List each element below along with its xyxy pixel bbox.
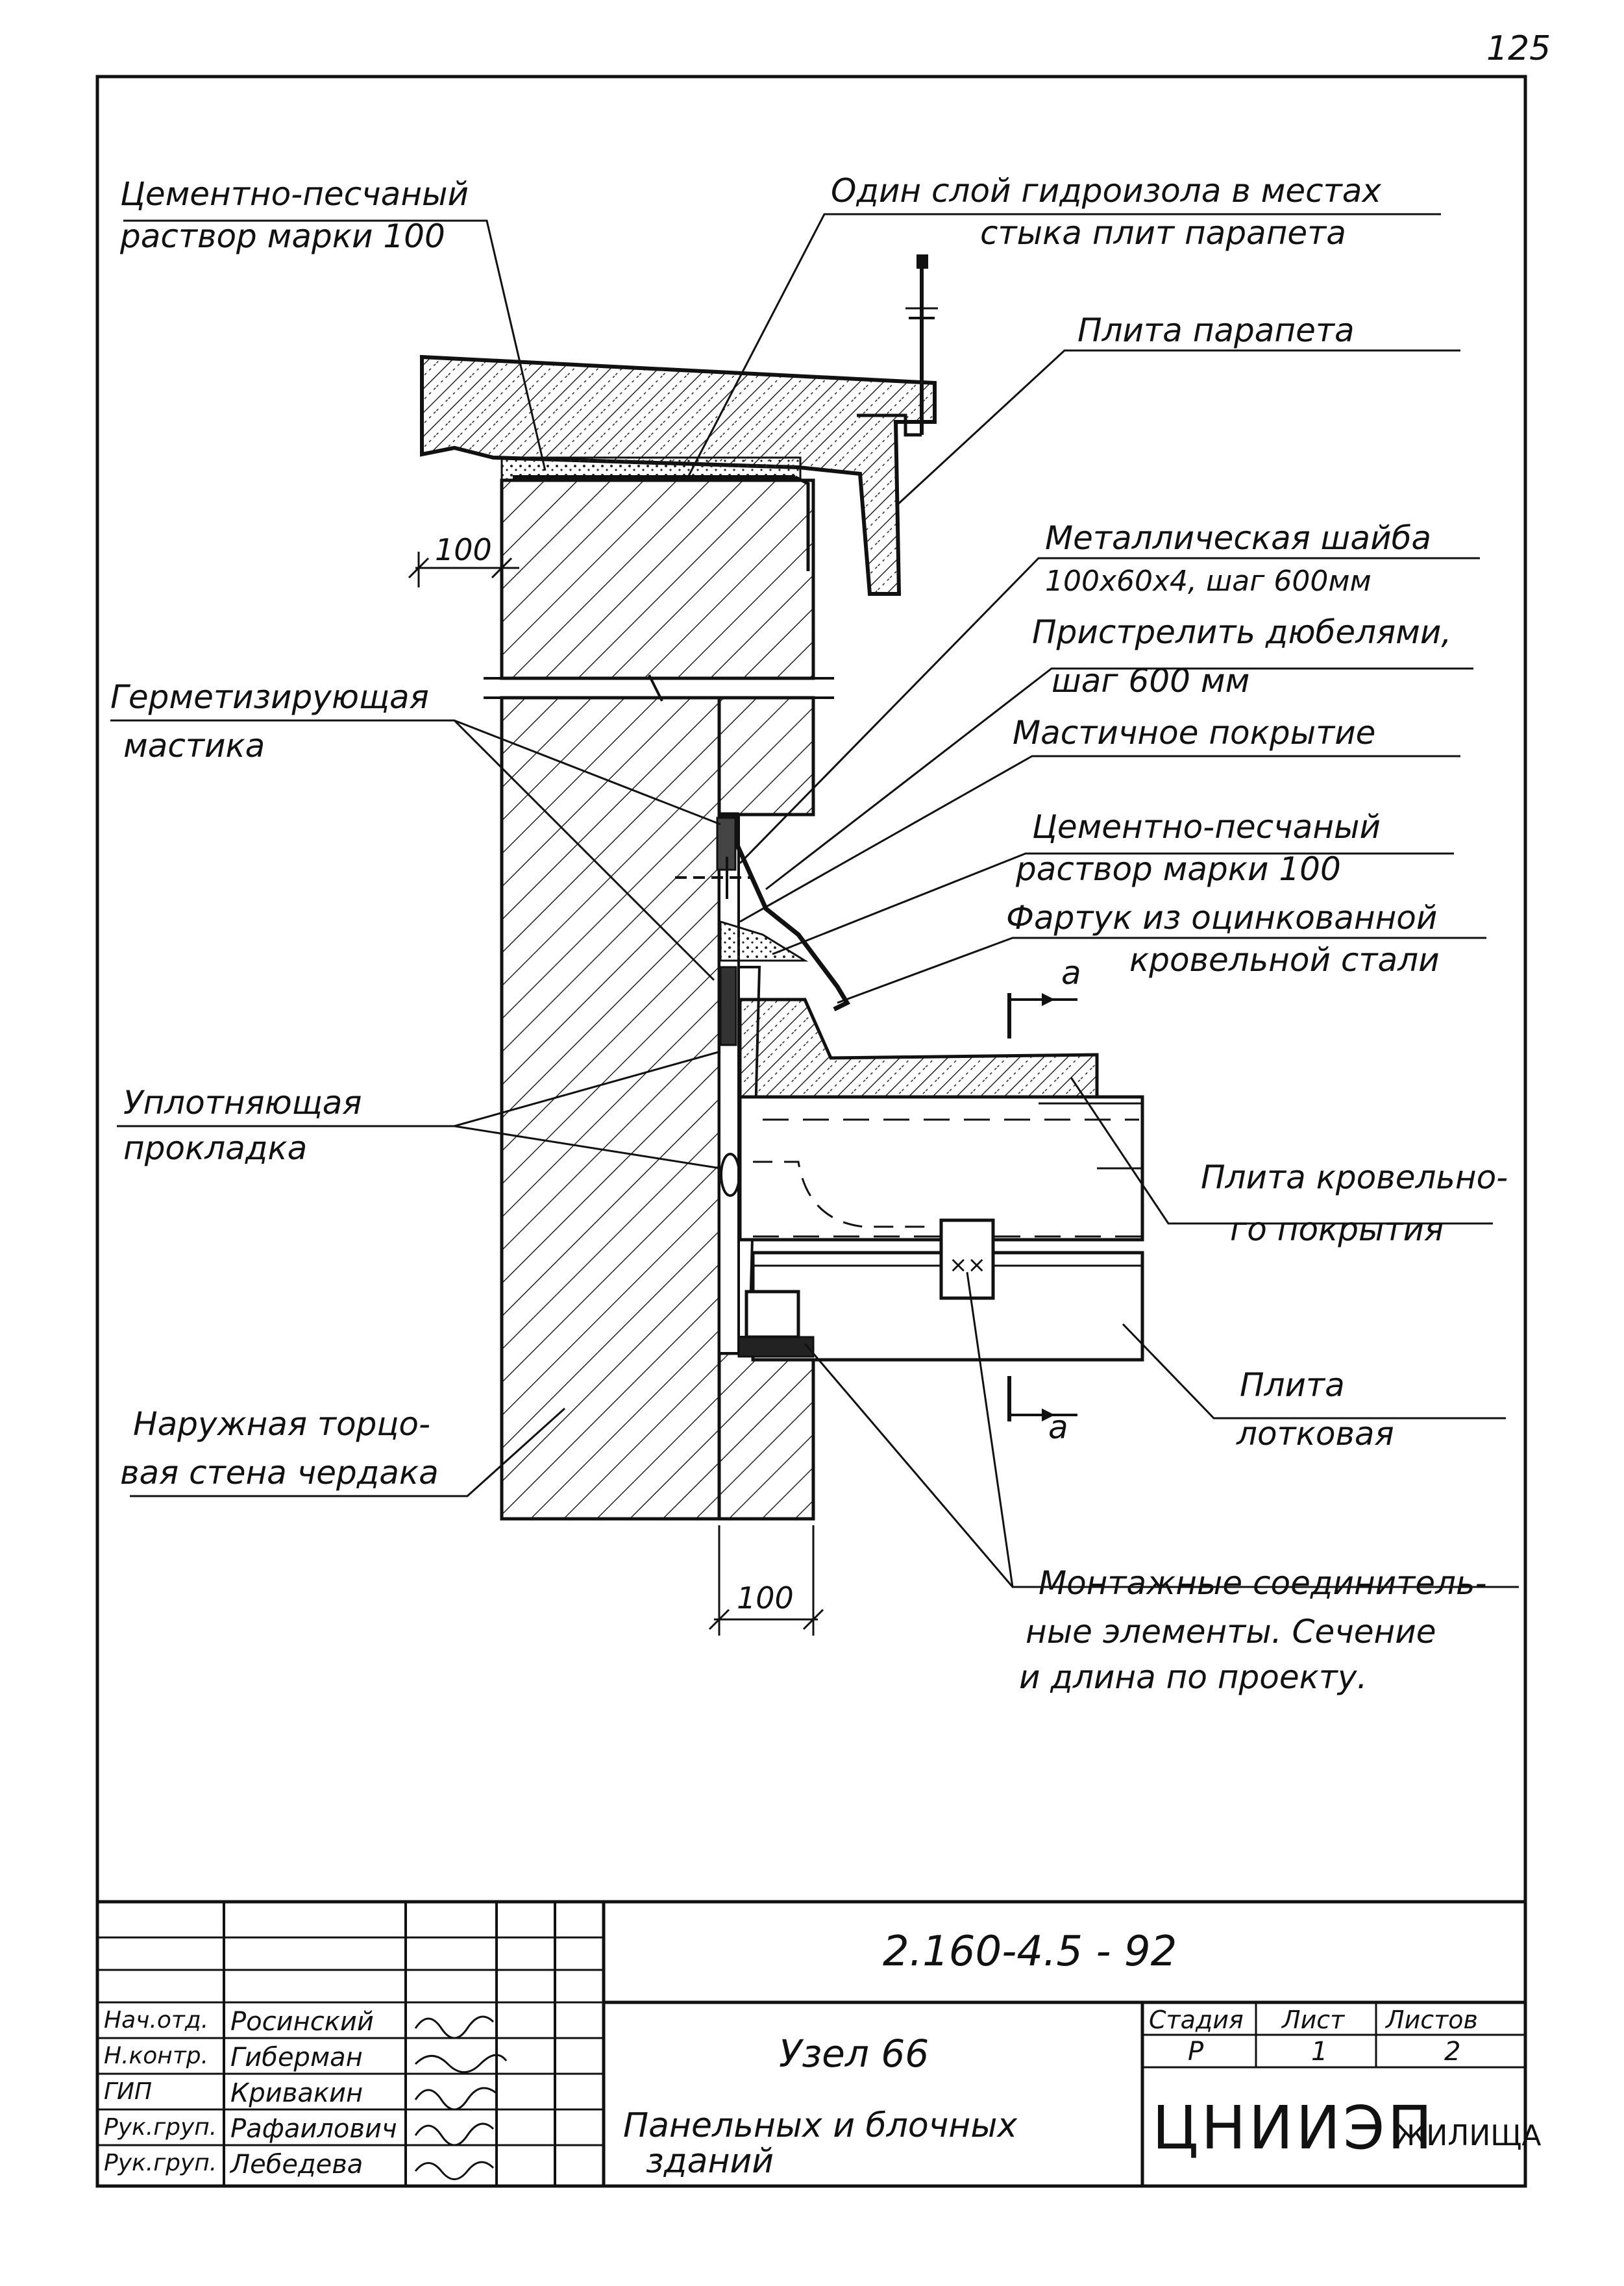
- label-seal-gasket-1: Уплотняющая: [123, 1084, 362, 1122]
- label-parapet-slab: Плита парапета: [1077, 312, 1355, 349]
- signature-name: Лебедева: [230, 2150, 363, 2180]
- label-tray-slab-2: лотковая: [1236, 1415, 1394, 1453]
- label-apron-1: Фартук из оцинкованной: [1006, 899, 1438, 937]
- signature-name: Кривакин: [230, 2078, 363, 2108]
- label-seal-gasket-2: прокладка: [123, 1129, 308, 1167]
- sheets-value: 2: [1444, 2037, 1461, 2067]
- signature-role: Рук.груп.: [104, 2114, 217, 2141]
- label-apron-2: кровельной стали: [1129, 941, 1440, 979]
- label-dowels-2: шаг 600 мм: [1052, 662, 1250, 700]
- label-outer-wall-1: Наружная торцо-: [133, 1405, 431, 1443]
- doc-code: 2.160-4.5 - 92: [883, 1928, 1177, 1976]
- signature-name: Росинский: [230, 2007, 374, 2037]
- tray-slab: ××: [737, 1218, 1144, 1362]
- dimension-bottom: 100: [737, 1580, 794, 1616]
- label-dowels-1: Пристрелить дюбелями,: [1032, 613, 1452, 651]
- signature-name: Рафаилович: [230, 2114, 397, 2144]
- description-line-2: зданий: [646, 2142, 774, 2181]
- signature-name: Гиберман: [230, 2043, 363, 2072]
- label-tray-slab-1: Плита: [1240, 1366, 1345, 1404]
- label-cement-mortar-mid-2: раствор марки 100: [1016, 850, 1341, 888]
- label-metal-washer-2: 100х60х4, шаг 600мм: [1045, 565, 1372, 598]
- label-cement-mortar-top-1: Цементно-песчаный: [120, 175, 469, 213]
- parapet-slab: [420, 254, 938, 596]
- label-mounting-2: ные элементы. Сечение: [1026, 1613, 1436, 1651]
- dimension-top: 100: [435, 532, 492, 567]
- sheet-value: 1: [1311, 2037, 1328, 2067]
- section-mark-bottom: а: [1048, 1408, 1068, 1446]
- page-number: 125: [1486, 29, 1551, 68]
- section-marks: [1007, 993, 1077, 1421]
- stage-value: Р: [1188, 2037, 1204, 2067]
- signature-role: ГИП: [104, 2078, 153, 2105]
- description-line-1: Панельных и блочных: [623, 2106, 1018, 2145]
- signature-role: Нач.отд.: [104, 2007, 209, 2034]
- section-mark-top: а: [1061, 954, 1081, 992]
- sheet-header: Лист: [1282, 2006, 1345, 2034]
- label-cement-mortar-mid-1: Цементно-песчаный: [1032, 808, 1381, 846]
- label-waterproof-2: стыка плит парапета: [980, 214, 1346, 252]
- sheets-header: Листов: [1386, 2006, 1478, 2034]
- leader-lines: [110, 213, 1519, 1588]
- org-main: ЦНИИЭП: [1152, 2093, 1435, 2163]
- dimensions: [408, 552, 824, 1636]
- label-sealing-mastic-1: Герметизирующая: [110, 678, 429, 716]
- signature-role: Рук.груп.: [104, 2150, 217, 2176]
- label-sealing-mastic-2: мастика: [123, 727, 265, 765]
- signature-role: Н.контр.: [104, 2043, 209, 2069]
- org-sub: ЖИЛИЩА: [1396, 2119, 1542, 2152]
- sheet-frame: [95, 75, 1527, 2188]
- label-roof-slab-2: го покрытия: [1230, 1211, 1444, 1248]
- label-waterproof-1: Один слой гидроизола в местах: [831, 172, 1381, 210]
- label-metal-washer-1: Металлическая шайба: [1045, 519, 1432, 557]
- stage-header: Стадия: [1149, 2006, 1244, 2034]
- node-title: Узел 66: [779, 2032, 929, 2076]
- label-roof-slab-1: Плита кровельно-: [1201, 1159, 1508, 1196]
- label-outer-wall-2: вая стена чердака: [120, 1454, 439, 1492]
- label-cement-mortar-top-2: раствор марки 100: [120, 217, 445, 255]
- roof-slab: [738, 998, 1144, 1242]
- label-mounting-3: и длина по проекту.: [1019, 1658, 1368, 1696]
- label-mounting-1: Монтажные соединитель-: [1039, 1564, 1487, 1602]
- label-mastic-coating: Мастичное покрытие: [1013, 714, 1376, 752]
- title-block: [97, 1900, 1525, 2186]
